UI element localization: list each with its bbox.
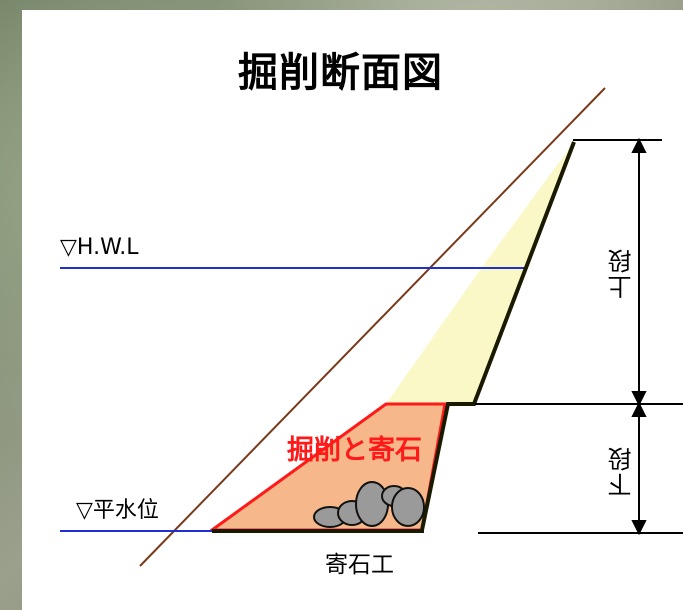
stone bbox=[391, 487, 425, 527]
hwl-label: ▽H.W.L bbox=[60, 235, 139, 260]
stone-work-label: 寄石工 bbox=[325, 552, 394, 578]
stone-group bbox=[313, 481, 425, 528]
upper-tier-label: 上段 bbox=[608, 247, 636, 299]
lower-tier-label: 下段 bbox=[608, 445, 636, 497]
excavation-label: 掘削と寄石 bbox=[287, 435, 422, 466]
dimension-lines bbox=[475, 137, 683, 536]
diagram-title: 掘削断面図 bbox=[238, 50, 443, 96]
stone bbox=[355, 481, 389, 527]
retaining-wall-outline bbox=[420, 141, 576, 531]
ground-line bbox=[139, 87, 606, 567]
normal-water-level-label: ▽平水位 bbox=[76, 498, 159, 523]
upper-slope-fill bbox=[386, 140, 574, 404]
